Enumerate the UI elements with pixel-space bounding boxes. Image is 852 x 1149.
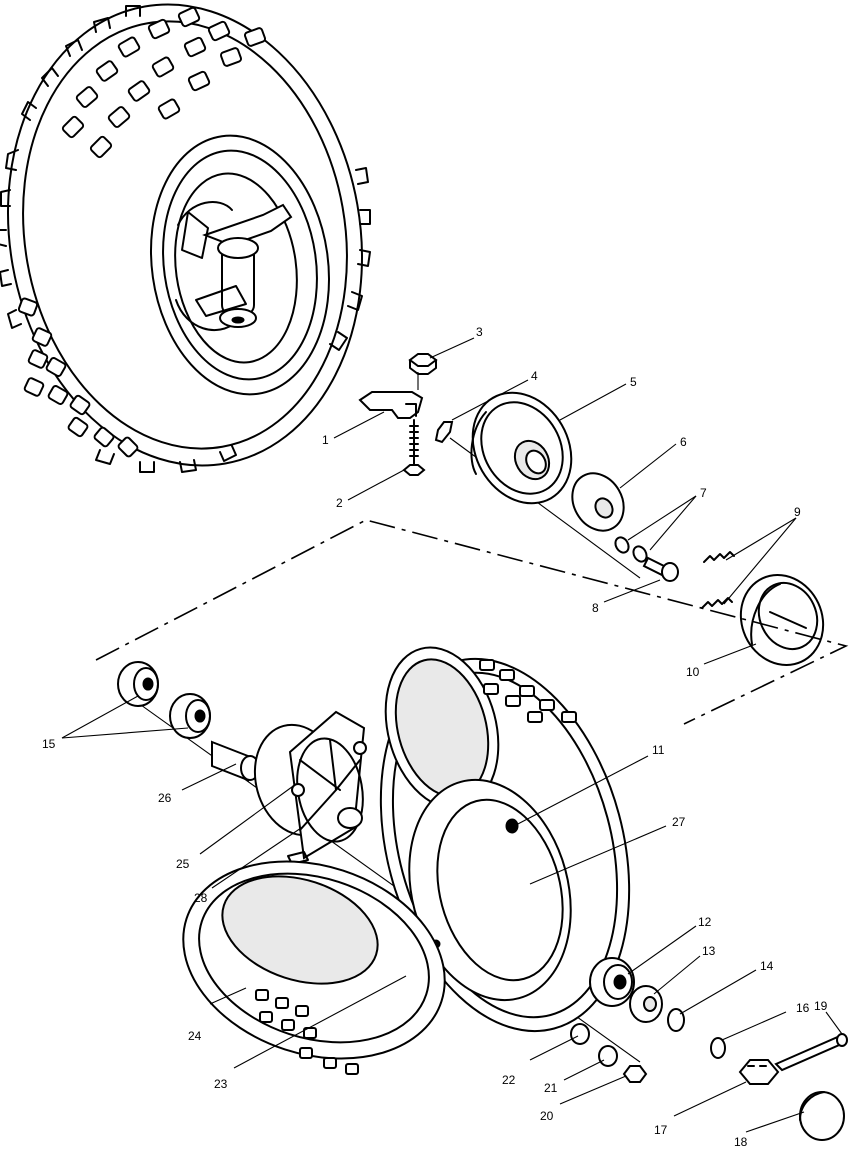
callout-11: 11 (652, 743, 665, 757)
part-18-hub-cap (799, 1091, 845, 1141)
part-21-washer (598, 1045, 618, 1067)
callout-1: 1 (322, 433, 329, 447)
callout-28: 28 (194, 891, 208, 905)
callout-16: 16 (796, 1001, 810, 1015)
callout-9: 9 (794, 505, 801, 519)
callout-6: 6 (680, 435, 687, 449)
callout-8: 8 (592, 601, 599, 615)
callout-21: 21 (544, 1081, 558, 1095)
part-4-clip (434, 421, 454, 444)
callout-12: 12 (698, 915, 712, 929)
callout-14: 14 (760, 959, 774, 973)
exploded-view-boundary (95, 519, 849, 725)
part-24-tire-half (182, 860, 446, 1075)
callout-20: 20 (540, 1109, 554, 1123)
callout-22: 22 (502, 1073, 516, 1087)
part-7-washer (614, 536, 630, 554)
part-8-pin (642, 556, 679, 582)
part-23-rim (408, 778, 572, 1002)
callout-17: 17 (654, 1123, 668, 1137)
callout-2: 2 (336, 496, 343, 510)
callout-23: 23 (214, 1077, 228, 1091)
part-22-washer (570, 1023, 590, 1045)
part-6-spacer (571, 472, 625, 532)
part-17-castle-nut (738, 1059, 780, 1085)
part-9-springs (701, 551, 735, 609)
part-1-bracket (358, 391, 424, 419)
part-26-sleeve (211, 740, 260, 782)
callout-3: 3 (476, 325, 483, 339)
part-12-bearing (589, 957, 635, 1007)
brake-parts-group (358, 353, 825, 666)
callout-4: 4 (531, 369, 538, 383)
leader-lines (61, 337, 843, 1133)
part-3-nut (408, 353, 438, 367)
part-5-brake-drum (470, 391, 573, 505)
callout-27: 27 (672, 815, 686, 829)
part-7-washer-b (632, 545, 648, 563)
callout-26: 26 (158, 791, 172, 805)
assembled-wheel-illustration (0, 3, 371, 473)
callout-5: 5 (630, 375, 637, 389)
part-14-washer (667, 1008, 685, 1032)
callout-25: 25 (176, 857, 190, 871)
hub-wheel-parts-group (117, 646, 848, 1141)
callout-13: 13 (702, 944, 716, 958)
part-15-bearings (117, 661, 211, 739)
part-13-spacer (629, 985, 663, 1023)
callout-7: 7 (700, 486, 707, 500)
part-10-brake-shoe (739, 574, 825, 666)
callout-10: 10 (686, 665, 700, 679)
callout-labels: 1 2 3 4 5 6 7 8 9 10 11 12 13 14 15 16 1… (42, 325, 828, 1149)
part-2-bolt (402, 419, 426, 476)
part-20-nut (622, 1065, 648, 1083)
part-25-hub (253, 710, 367, 865)
callout-19: 19 (814, 999, 828, 1013)
callout-24: 24 (188, 1029, 202, 1043)
part-19-cotter-pin (774, 1033, 848, 1072)
part-16-washer (710, 1037, 726, 1059)
callout-15: 15 (42, 737, 56, 751)
callout-18: 18 (734, 1135, 748, 1149)
